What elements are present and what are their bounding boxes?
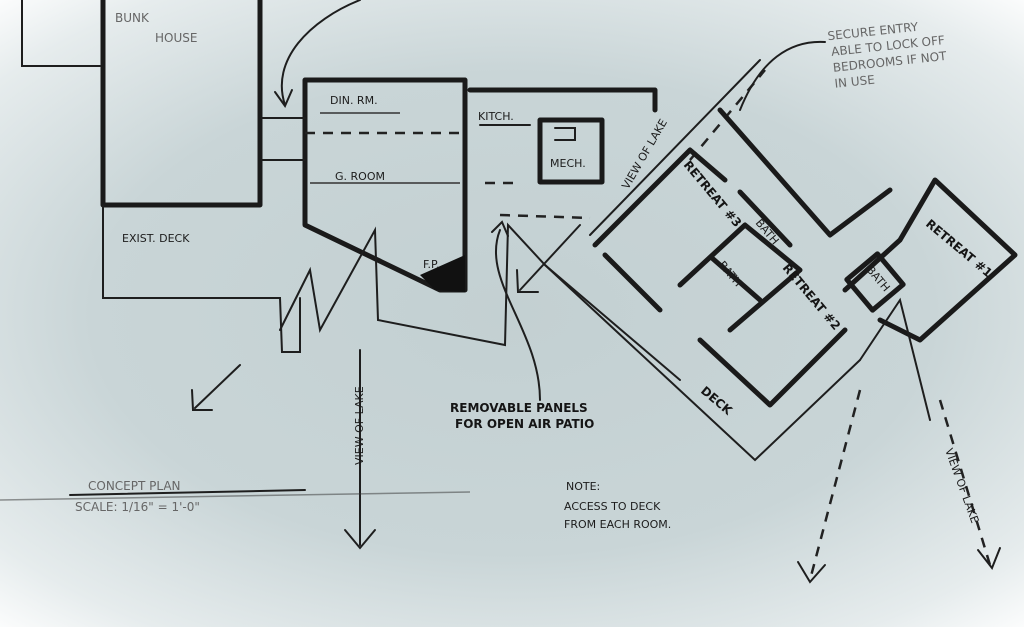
label-existing-deck: EXIST. DECK: [122, 232, 190, 245]
label-kitchen: KITCH.: [478, 110, 514, 123]
label-house: HOUSE: [155, 31, 197, 45]
plan-title: CONCEPT PLAN: [88, 479, 181, 493]
svg-text:ACCESS TO DECK: ACCESS TO DECK: [564, 500, 661, 513]
svg-text:REMOVABLE PANELS: REMOVABLE PANELS: [450, 401, 588, 415]
label-fireplace: F.P.: [423, 258, 439, 271]
note-secure-entry: SECURE ENTRY ABLE TO LOCK OFF BEDROOMS I…: [827, 20, 948, 91]
label-dining-room: DIN. RM.: [330, 94, 378, 107]
main-building: [261, 77, 658, 293]
patio-outline: [279, 222, 681, 381]
label-view-of-lake-1: VIEW OF LAKE: [353, 386, 366, 465]
deck-outline: [544, 264, 861, 462]
note-access-deck: NOTE: ACCESS TO DECK FROM EACH ROOM.: [564, 480, 671, 531]
bunk-house: [21, 0, 263, 208]
svg-text:NOTE:: NOTE:: [566, 480, 600, 493]
svg-text:FOR OPEN AIR PATIO: FOR OPEN AIR PATIO: [455, 417, 594, 431]
label-bunk: BUNK: [115, 11, 150, 25]
svg-text:FROM EACH ROOM.: FROM EACH ROOM.: [564, 518, 671, 531]
title-underline: [69, 489, 306, 496]
label-retreat-2: RETREAT #2: [780, 261, 844, 333]
note-removable-panels: REMOVABLE PANELS FOR OPEN AIR PATIO: [450, 401, 594, 431]
view-arrows: [191, 0, 1001, 584]
label-view-of-lake-3: VIEW OF LAKE: [942, 447, 981, 525]
svg-text:IN USE: IN USE: [834, 73, 876, 91]
existing-deck-outline: [102, 204, 301, 353]
label-great-room: G. ROOM: [335, 170, 385, 183]
plan-scale: SCALE: 1/16" = 1'-0": [75, 500, 200, 514]
retreat-wing: [592, 107, 1018, 408]
label-mechanical: MECH.: [550, 157, 586, 170]
